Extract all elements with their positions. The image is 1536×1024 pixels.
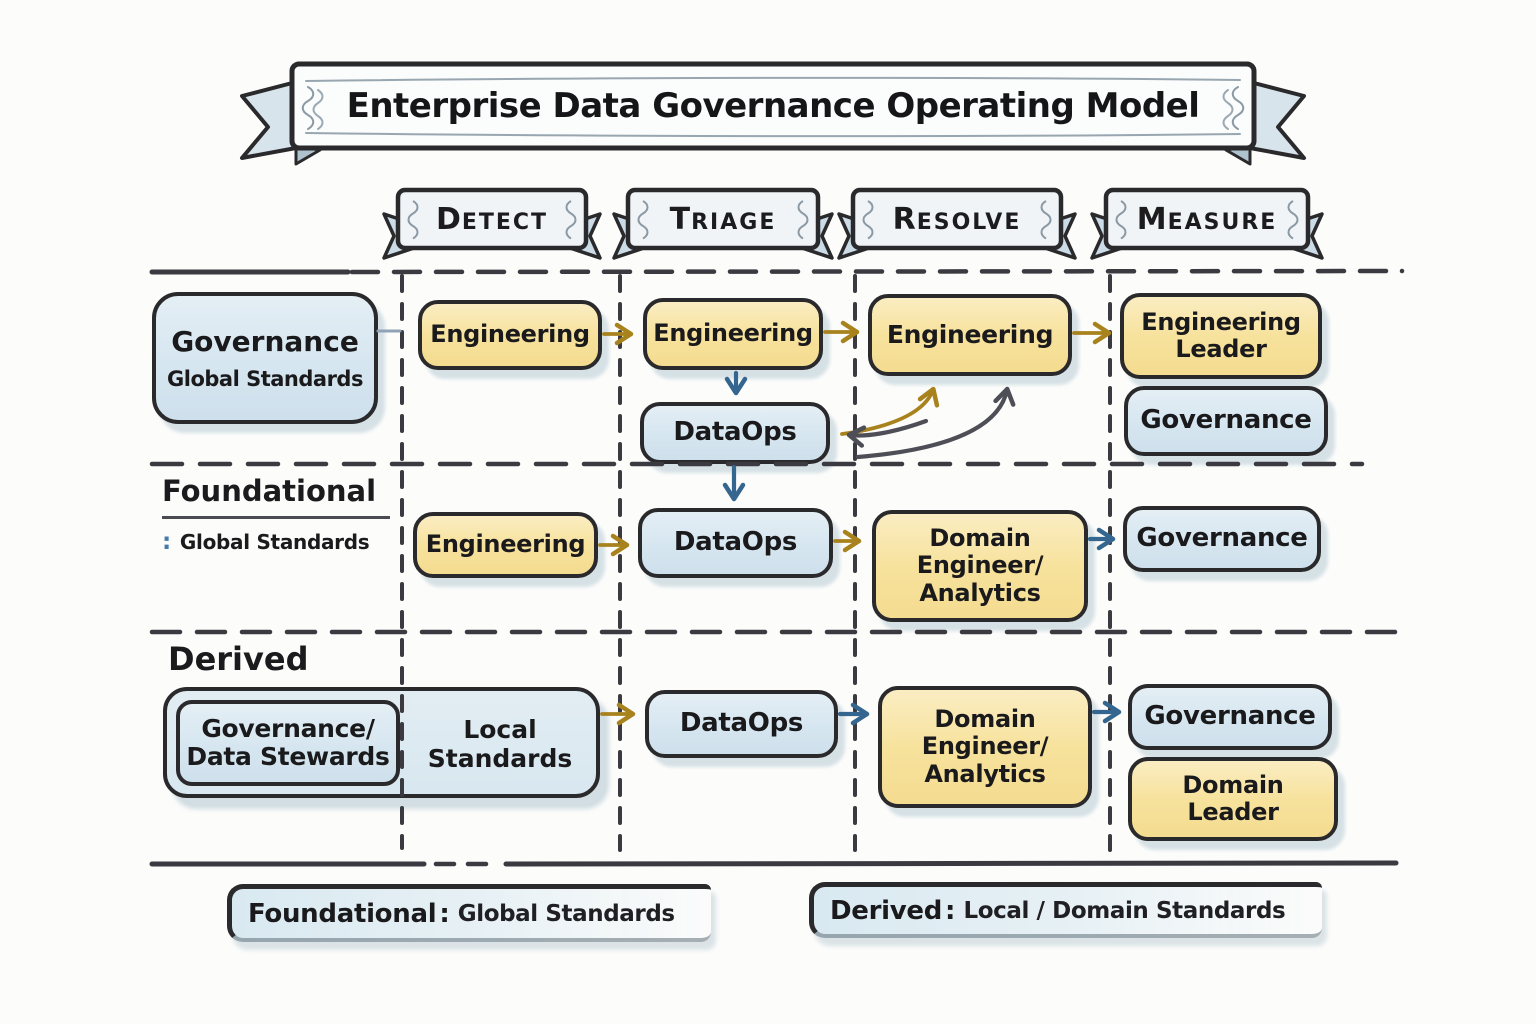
title-ribbon-squiggle: [312, 89, 324, 130]
node-r3-governance-data-stewards: Governance/ Data Stewards: [176, 700, 400, 786]
node-r2-triage-dataops: DataOps: [638, 508, 833, 578]
node-r3-resolve-domain-engineer-analytics: Domain Engineer/ Analytics: [878, 686, 1092, 808]
node-r1-detect-engineering: Engineering: [418, 300, 602, 370]
node-r3-triage-dataops: DataOps: [645, 690, 838, 758]
title-ribbon-squiggle: [301, 86, 315, 130]
legend-derived-value: Local / Domain Standards: [963, 897, 1286, 924]
title-ribbon-squiggle: [1222, 89, 1234, 130]
node-r3-measure-domain-leader: Domain Leader: [1128, 757, 1338, 841]
node-r2-detect-engineering: Engineering: [413, 512, 598, 578]
node-r2-measure-governance: Governance: [1123, 506, 1321, 572]
title-ribbon-tail-right: [1248, 80, 1306, 160]
node-r3-measure-governance: Governance: [1128, 684, 1332, 750]
row2-label-subtitle: : Global Standards: [162, 529, 390, 555]
title-ribbon: [240, 61, 1306, 166]
legend-derived: Derived : Local / Domain Standards: [809, 882, 1322, 938]
node-r1-triage-engineering: Engineering: [643, 298, 823, 370]
column-banner-measure: [1090, 187, 1324, 260]
node-r1-resolve-engineering: Engineering: [868, 294, 1072, 376]
row1-label-subtitle: Global Standards: [167, 367, 363, 391]
title-ribbon-band: [289, 61, 1257, 151]
column-header-triage: Triage: [669, 202, 777, 237]
column-header-measure: Measure: [1136, 202, 1278, 237]
row1-label-box: Governance Global Standards: [152, 292, 378, 424]
legend-foundational: Foundational : Global Standards: [227, 884, 711, 942]
row2-subtitle-text: Global Standards: [179, 530, 370, 554]
legend-derived-term: Derived: [830, 895, 943, 926]
node-r1-measure-engineering-leader: Engineering Leader: [1120, 293, 1322, 379]
column-header-resolve: Resolve: [892, 202, 1022, 237]
node-r1-dataops: DataOps: [640, 402, 830, 464]
legend-derived-colon: :: [945, 895, 956, 926]
legend-foundational-colon: :: [439, 898, 450, 929]
row2-label-title: Foundational: [162, 474, 391, 519]
legend-foundational-value: Global Standards: [457, 900, 675, 927]
column-banner-triage: [612, 187, 834, 260]
title-ribbon-squiggle: [1231, 86, 1245, 130]
diagram-title: Enterprise Data Governance Operating Mod…: [346, 86, 1200, 126]
column-banner-resolve: [837, 187, 1077, 260]
row2-colon: :: [162, 529, 171, 555]
column-header-detect: Detect: [435, 202, 549, 237]
node-r2-resolve-domain-engineer-analytics: Domain Engineer/ Analytics: [872, 510, 1088, 622]
title-ribbon-tail-left: [240, 80, 298, 160]
title-ribbon-inner-line-bottom: [305, 132, 1241, 138]
row1-label-title: Governance: [171, 325, 359, 358]
node-r3-local-standards: Local Standards: [427, 714, 573, 774]
row2-label: Foundational : Global Standards: [162, 474, 391, 555]
row3-label: Derived: [168, 640, 309, 678]
legend-foundational-term: Foundational: [248, 898, 437, 929]
column-banner-detect: [382, 187, 602, 260]
title-ribbon-inner-line-top: [305, 76, 1241, 82]
node-r1-measure-governance: Governance: [1124, 386, 1328, 456]
